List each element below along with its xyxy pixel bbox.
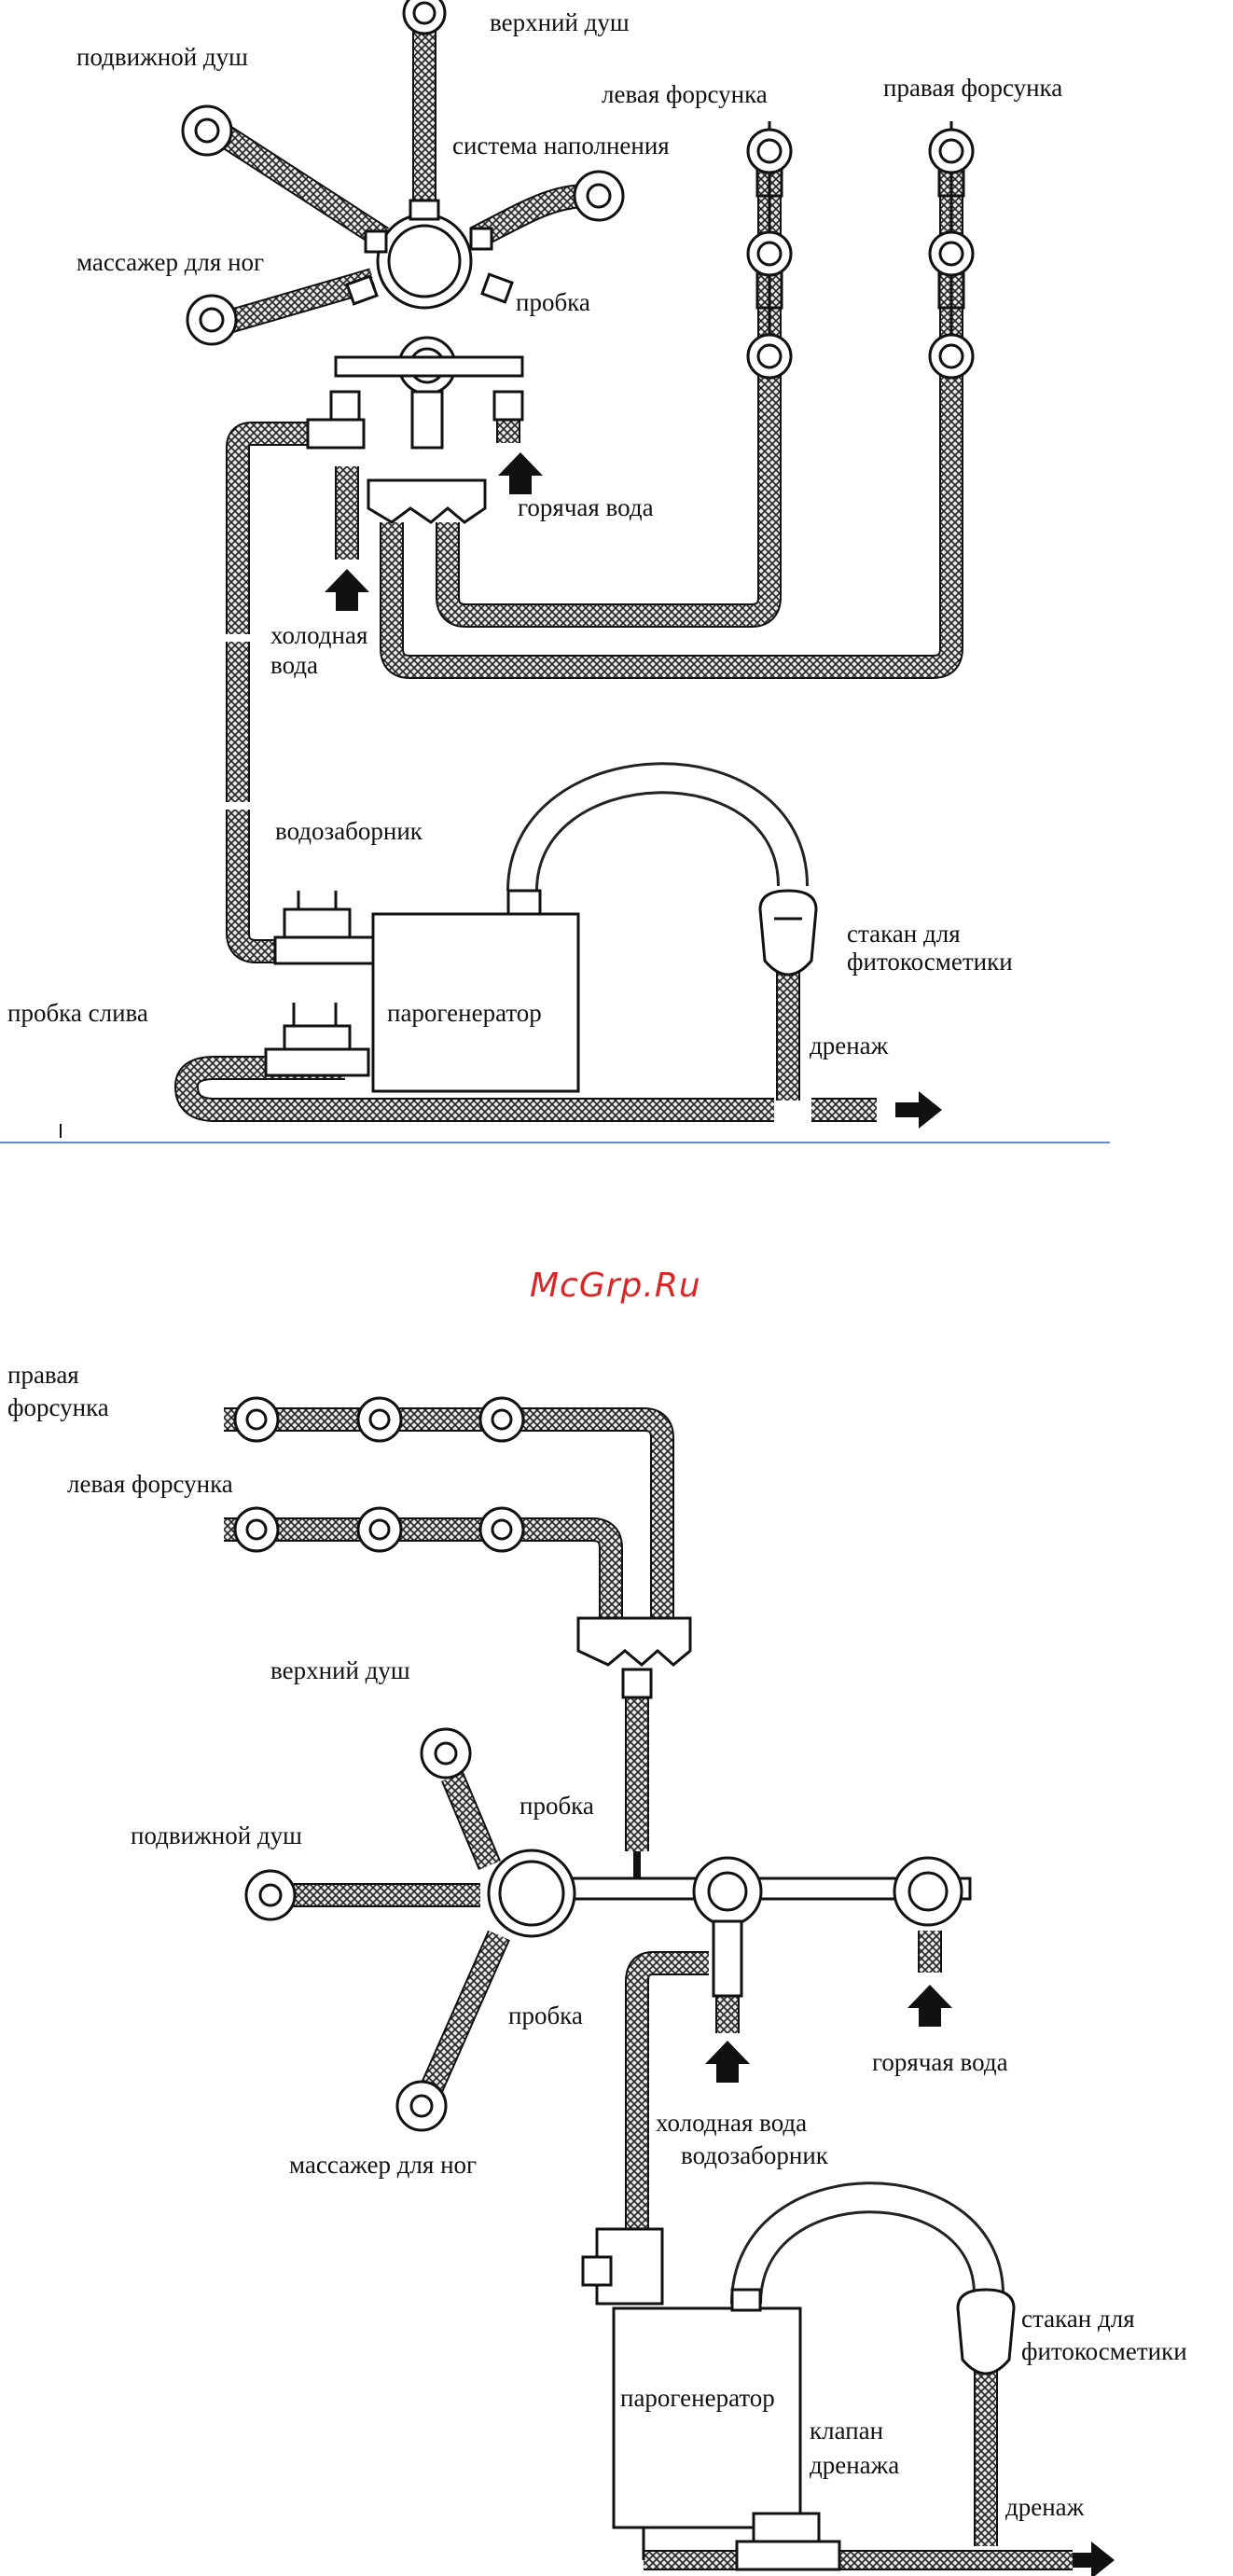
drain-valve-2 (642, 2512, 841, 2571)
label-hand-shower: подвижной душ (76, 43, 248, 71)
label-drain-2: дренаж (1005, 2493, 1085, 2521)
nozzle-valve-block (367, 478, 487, 524)
right-nozzles (928, 121, 975, 380)
label-cold-water-2: вода (270, 651, 319, 679)
flow-arrows-diagram-1 (325, 452, 942, 1129)
label-top-shower-2: верхний душ (270, 1656, 410, 1684)
drain-arrow-icon-2 (1073, 2541, 1115, 2576)
mixer-valves-2 (692, 1856, 963, 1998)
label-steam-generator-2: парогенератор (620, 2384, 775, 2412)
mixer-valve (306, 336, 524, 450)
label-plug-bottom-2: пробка (508, 2001, 583, 2029)
label-foot-massager: массажер для ног (76, 248, 265, 276)
hot-water-arrow-icon (498, 452, 543, 494)
diagram-2 (224, 1396, 1115, 2576)
label-plug-top-2: пробка (520, 1792, 594, 1820)
steam-generator-box (371, 912, 580, 1093)
drain-plug-valve (264, 1003, 370, 1077)
left-nozzles-row (233, 1506, 525, 1553)
label-right-nozzle-2a: правая (7, 1361, 79, 1389)
label-drain-valve-2a: клапан (810, 2417, 884, 2444)
label-phyto-cup-2: фитокосметики (847, 948, 1013, 976)
hoses-diagram-2 (224, 1407, 1073, 2570)
label-phyto-cup-2b: фитокосметики (1021, 2337, 1187, 2365)
cold-water-arrow-icon-2 (705, 2041, 750, 2083)
label-cold-water-1: холодная (270, 621, 368, 649)
left-nozzles (746, 121, 793, 380)
label-drain: дренаж (810, 1032, 889, 1059)
label-right-nozzle: правая форсунка (883, 74, 1063, 102)
label-cold-water-2: холодная вода (656, 2109, 808, 2137)
watermark: McGrp.Ru (530, 1267, 701, 1305)
label-left-nozzle: левая форсунка (602, 80, 768, 108)
drain-arrow-icon (895, 1091, 942, 1129)
phyto-cup (758, 889, 818, 976)
distributor-hub-2 (487, 1849, 576, 1938)
cold-water-arrow-icon (325, 569, 369, 611)
label-foot-massager-2: массажер для ног (289, 2151, 478, 2179)
label-drain-plug: пробка слива (7, 999, 148, 1027)
right-nozzles-row (233, 1396, 525, 1443)
phyto-cup-2 (956, 2288, 1016, 2375)
distributor-hub (345, 199, 514, 310)
label-hot-water-2: горячая вода (872, 2048, 1008, 2076)
hot-water-arrow-icon-2 (907, 1985, 952, 2027)
label-steam-generator: парогенератор (387, 999, 542, 1027)
label-left-nozzle-2: левая форсунка (67, 1470, 233, 1498)
flow-arrows-diagram-2 (705, 1985, 1115, 2576)
label-water-intake-2: водозаборник (681, 2141, 828, 2169)
label-water-intake: водозаборник (275, 817, 423, 845)
label-phyto-cup-2a: стакан для (1021, 2305, 1135, 2333)
label-top-shower: верхний душ (490, 8, 630, 36)
label-hand-shower-2: подвижной душ (131, 1821, 302, 1849)
label-right-nozzle-2b: форсунка (7, 1393, 109, 1421)
label-hot-water: горячая вода (518, 493, 654, 521)
water-intake-valve (273, 891, 380, 965)
steam-generator-box-2 (612, 2306, 802, 2529)
label-phyto-cup-1: стакан для (847, 920, 961, 948)
nozzle-valve-block-2 (576, 1616, 692, 1667)
label-drain-valve-2b: дренажа (810, 2451, 900, 2479)
water-intake-valve-2 (581, 2227, 664, 2306)
label-fill-system: система наполнения (452, 132, 670, 159)
diagram-1 (0, 0, 1110, 1143)
label-plug: пробка (516, 288, 590, 316)
